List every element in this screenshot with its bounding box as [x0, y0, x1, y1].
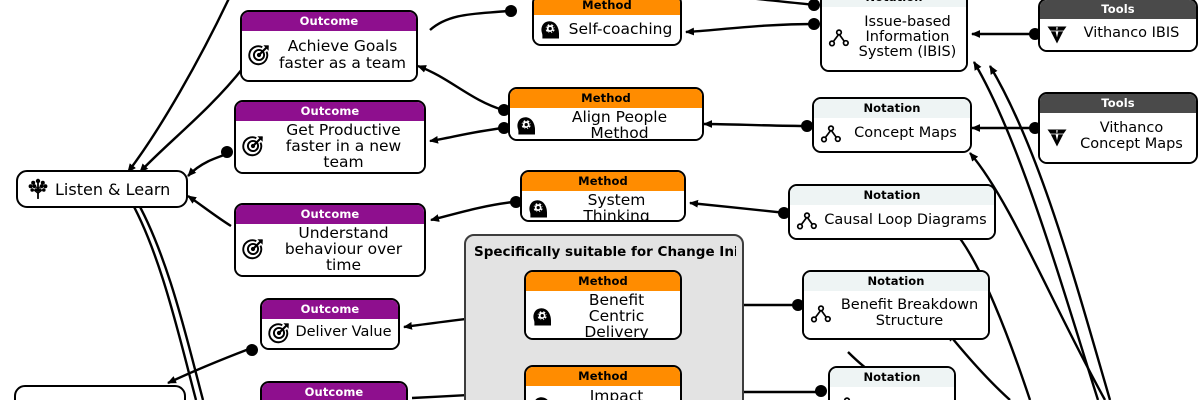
node-benefit-centric-delivery[interactable]: Method Benefit Centric Delivery [524, 270, 682, 340]
node-type-header: Method [510, 89, 702, 108]
node-label: Benefit Breakdown Structure [840, 297, 979, 329]
node-label: Issue-based Information System (IBIS) [858, 13, 957, 61]
node-vithanco-ibis[interactable]: Tools Vithanco IBIS [1038, 0, 1198, 52]
node-label: Align People Method [571, 107, 668, 141]
target-icon [241, 237, 265, 261]
node-impact-mapping[interactable]: Method Impact Mapping [524, 365, 682, 400]
node-type-header: Tools [1040, 0, 1196, 19]
node-type-header: Method [526, 272, 680, 291]
node-label: Understand behaviour over time [284, 223, 403, 275]
target-icon [247, 43, 271, 67]
node-type-header: Outcome [236, 102, 424, 121]
node-type-header: Outcome [262, 300, 398, 319]
vithanco-icon [1045, 125, 1069, 149]
node-outcome-bottom[interactable]: Outcome [260, 381, 408, 400]
node-type-header: Outcome [242, 12, 416, 31]
node-label: Vithanco Concept Maps [1080, 120, 1183, 152]
node-achieve-goals[interactable]: Outcome Achieve Goals faster as a team [240, 10, 418, 82]
node-listen-and-learn[interactable]: Listen & Learn [16, 170, 188, 208]
node-type-header: Notation [804, 272, 988, 291]
node-type-header: Outcome [262, 383, 406, 400]
vithanco-icon [1045, 22, 1069, 46]
node-type-header: Method [534, 0, 680, 15]
node-label: Listen & Learn [55, 179, 171, 199]
head-gear-icon [527, 196, 551, 220]
node-label: Achieve Goals faster as a team [278, 37, 407, 72]
node-label: Deliver Value [295, 324, 392, 341]
node-notation-bottom[interactable]: Notation [828, 366, 956, 400]
node-vithanco-concept-maps[interactable]: Tools Vithanco Concept Maps [1038, 92, 1198, 164]
node-deliver-value[interactable]: Outcome Deliver Value [260, 298, 400, 350]
node-type-header: Notation [830, 368, 954, 387]
graph-icon [819, 122, 843, 146]
head-gear-icon [539, 17, 563, 41]
node-understand-behaviour[interactable]: Outcome Understand behaviour over time [234, 203, 426, 277]
head-gear-icon [531, 304, 555, 328]
node-system-thinking[interactable]: Method System Thinking [520, 170, 686, 222]
node-benefit-breakdown-structure[interactable]: Notation Benefit Breakdown Structure [802, 270, 990, 340]
node-concept-maps[interactable]: Notation Concept Maps [812, 97, 972, 153]
node-type-header: Notation [822, 0, 966, 7]
node-type-header: Outcome [236, 205, 424, 224]
tree-icon [26, 177, 50, 201]
node-type-header: Method [522, 172, 684, 191]
node-bottom-left-partial[interactable] [14, 385, 186, 400]
node-label: System Thinking [583, 190, 650, 222]
head-gear-icon [531, 393, 555, 400]
node-label: Impact Mapping [589, 387, 644, 400]
graph-icon [795, 209, 819, 233]
node-label: Causal Loop Diagrams [824, 212, 987, 229]
node-type-header: Method [526, 367, 680, 386]
node-causal-loop-diagrams[interactable]: Notation Causal Loop Diagrams [788, 184, 996, 240]
target-icon [267, 321, 291, 345]
node-label: Benefit Centric Delivery [584, 290, 649, 340]
node-align-people-method[interactable]: Method Align People Method [508, 87, 704, 141]
head-gear-icon [515, 113, 539, 137]
node-get-productive[interactable]: Outcome Get Productive faster in a new t… [234, 100, 426, 174]
graph-icon [835, 394, 859, 400]
node-label: Self-coaching [568, 19, 673, 38]
graph-icon [809, 302, 833, 326]
node-type-header: Tools [1040, 94, 1196, 113]
node-label: Vithanco IBIS [1083, 25, 1180, 42]
target-icon [241, 134, 265, 158]
node-label: Concept Maps [854, 125, 957, 142]
graph-icon [827, 26, 851, 50]
node-self-coaching[interactable]: Method Self-coaching [532, 0, 682, 46]
node-ibis[interactable]: Notation Issue-based Information System … [820, 0, 968, 72]
group-label: Specifically suitable for Change Initati [474, 244, 736, 260]
node-type-header: Notation [790, 186, 994, 205]
node-label: Get Productive faster in a new team [285, 120, 402, 172]
node-type-header: Notation [814, 99, 970, 118]
